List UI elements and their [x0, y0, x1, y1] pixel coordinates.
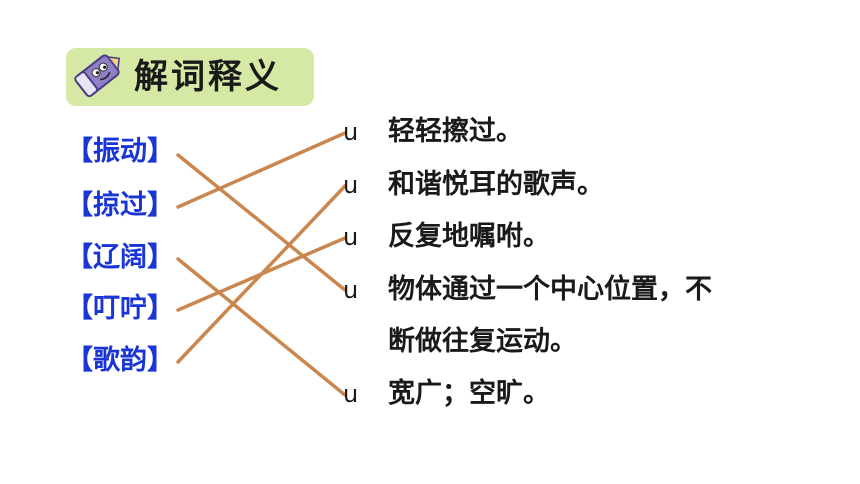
definition-item[interactable]: 物体通过一个中心位置，不 [388, 274, 712, 305]
definition-item-continuation: 断做往复运动。 [388, 326, 577, 357]
definition-item[interactable]: 宽广；空旷。 [388, 378, 550, 409]
page-title: 解词释义 [134, 57, 282, 97]
definition-item[interactable]: 轻轻擦过。 [388, 116, 523, 147]
match-line [176, 184, 347, 364]
definition-bullet: u [343, 118, 359, 146]
definition-bullet: u [343, 276, 359, 304]
match-line [176, 131, 347, 209]
term-item[interactable]: 【辽阔】 [66, 242, 174, 273]
definition-bullet: u [343, 171, 359, 199]
definition-item[interactable]: 和谐悦耳的歌声。 [388, 169, 604, 200]
match-line [176, 153, 347, 292]
definition-bullet: u [343, 223, 359, 251]
eraser-icon [74, 54, 121, 98]
term-item[interactable]: 【振动】 [66, 136, 174, 167]
definition-bullet: u [343, 380, 359, 408]
match-line [176, 257, 347, 397]
term-item[interactable]: 【歌韵】 [66, 345, 174, 376]
definition-item[interactable]: 反复地嘱咐。 [388, 221, 550, 252]
term-item[interactable]: 【掠过】 [66, 190, 174, 221]
term-item[interactable]: 【叮咛】 [66, 293, 174, 324]
